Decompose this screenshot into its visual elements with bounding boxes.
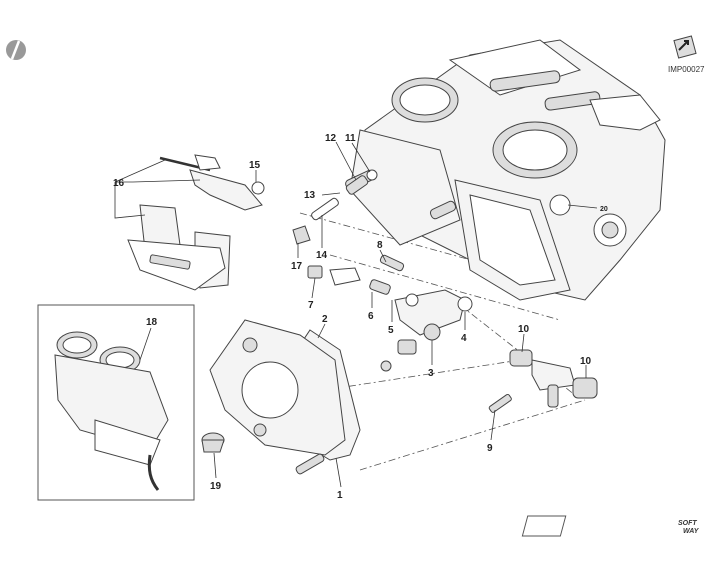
fitting-parts [488,349,598,413]
cover-and-gasket [209,319,361,475]
callout-8: 8 [377,240,383,251]
callout-17: 17 [291,261,303,272]
drawing-code: IMP00027 [668,65,705,74]
callout-labels: 1 2 3 4 5 6 7 8 9 10 10 11 12 13 14 15 1… [113,133,608,501]
callout-10a: 10 [518,324,530,335]
bracket-assembly [127,154,265,291]
callout-14: 14 [316,250,328,261]
leader-lines [114,141,598,488]
callout-20: 20 [600,206,608,213]
section-marker-icon [6,40,26,60]
callout-11: 11 [345,133,356,144]
plug-part [201,432,225,453]
softway-logo: SOFT WAY [521,515,700,537]
callout-5: 5 [388,325,394,336]
callout-13: 13 [304,190,316,201]
svg-text:WAY: WAY [683,528,700,535]
callout-1: 1 [337,490,343,501]
callout-7: 7 [308,300,314,311]
callout-4: 4 [461,333,467,344]
callout-2: 2 [322,314,328,325]
arrow-box-icon [673,35,697,59]
callout-9: 9 [487,443,493,454]
throttle-body-assembly [345,39,666,301]
callout-15: 15 [249,160,261,171]
svg-text:SOFT: SOFT [678,520,697,527]
callout-3: 3 [428,368,434,379]
callout-6: 6 [368,311,374,322]
linkage-parts [307,254,473,372]
inset-assembly-box [37,304,195,501]
callout-10b: 10 [580,356,592,367]
callout-16: 16 [113,178,125,189]
callout-18: 18 [146,317,158,328]
callout-19: 19 [210,481,222,492]
callout-12: 12 [325,133,337,144]
adjuster-parts [292,169,378,245]
